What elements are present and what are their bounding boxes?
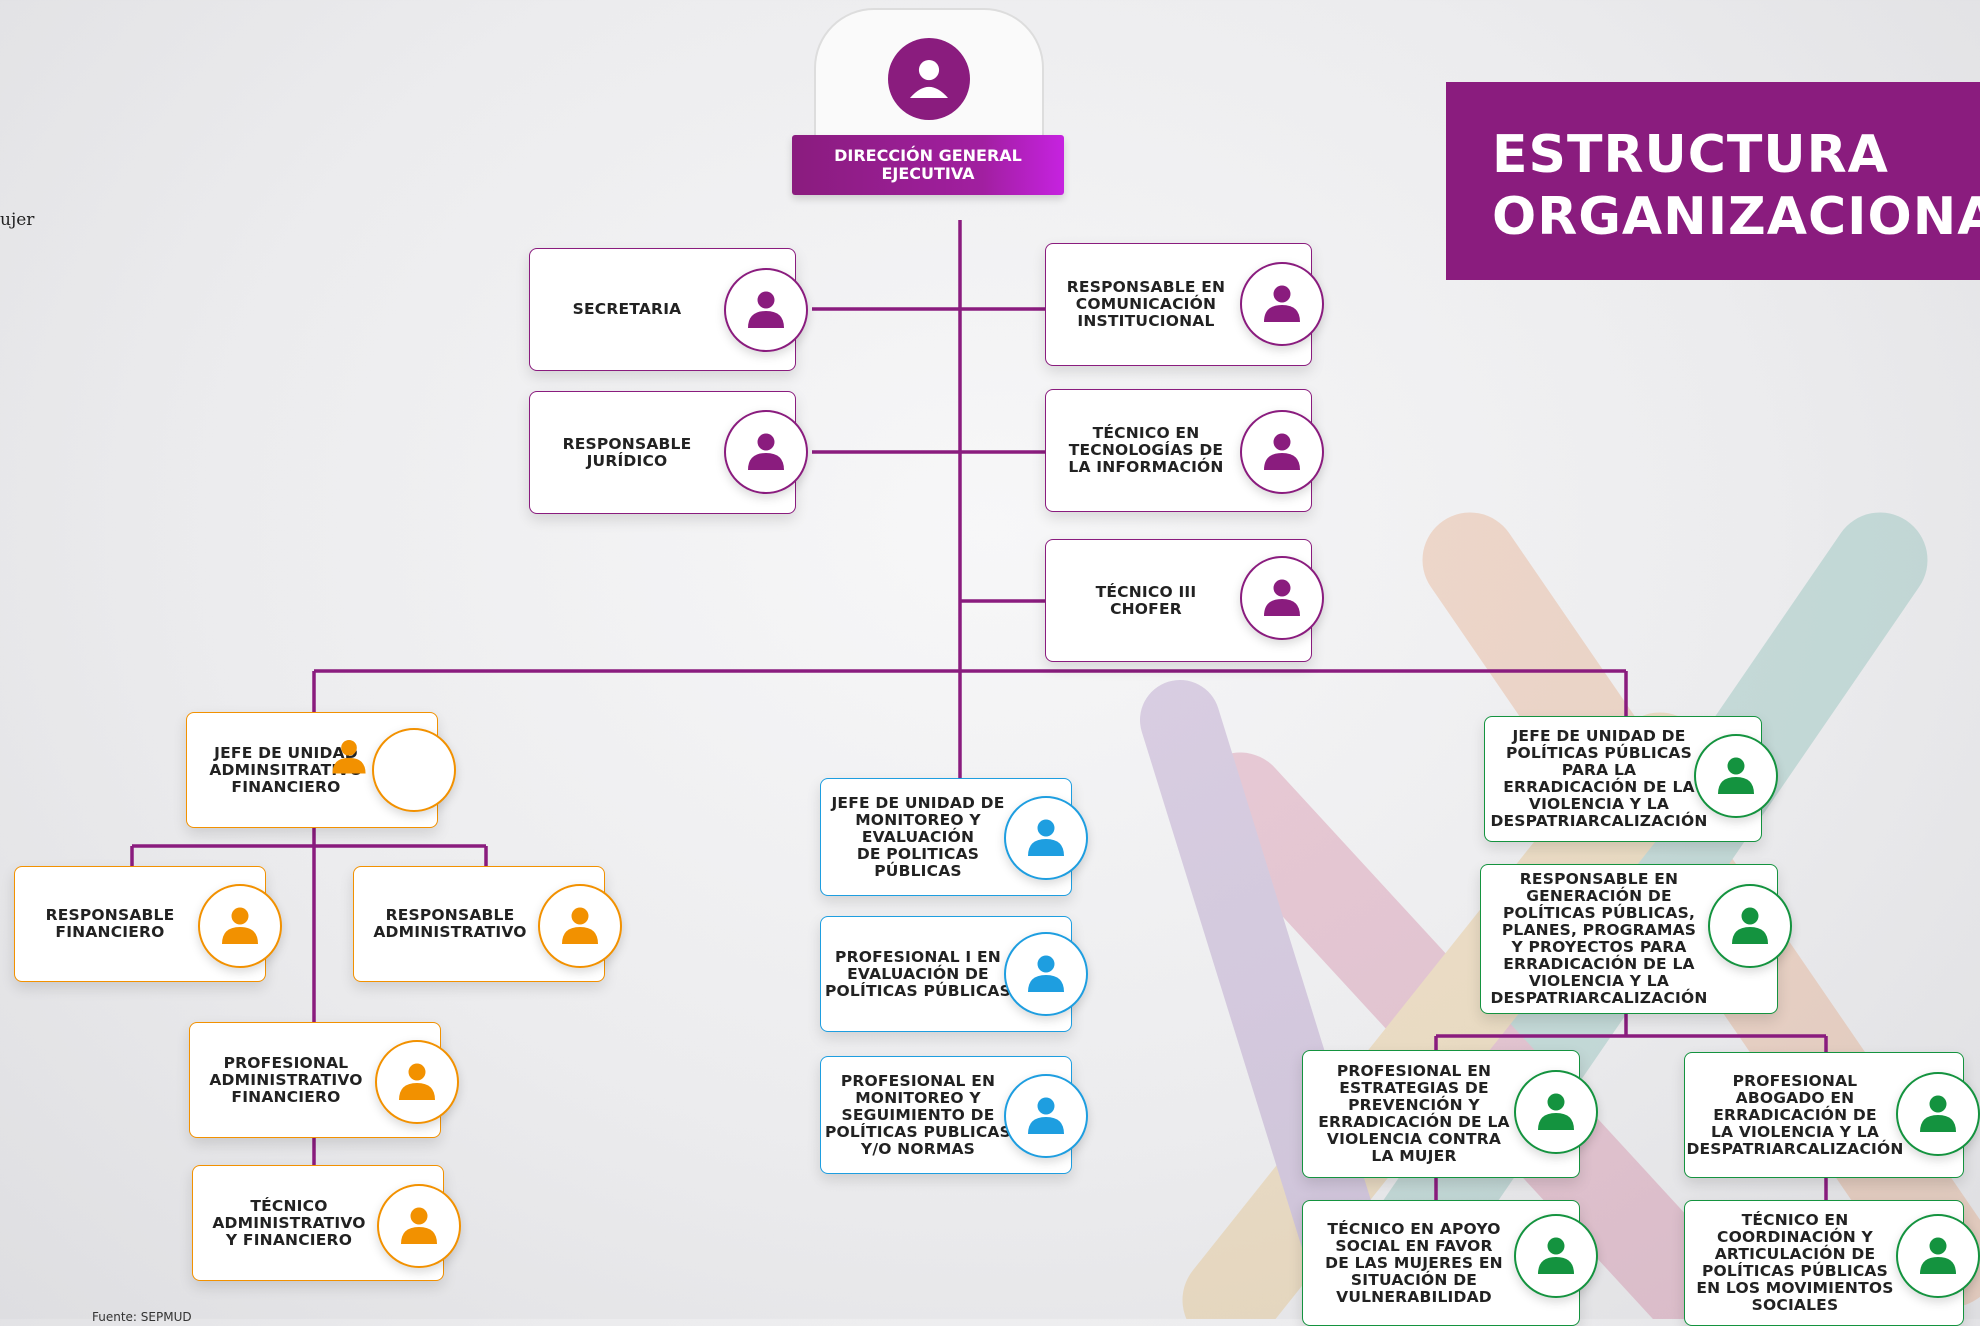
person-icon (1028, 955, 1064, 992)
org-node-label: JEFE DE UNIDAD ADMINSITRATIVO FINANCIERO (209, 743, 363, 796)
person-icon (222, 907, 258, 944)
person-avatar (1240, 556, 1324, 640)
person-avatar (538, 884, 622, 968)
org-node-label: PROFESIONAL EN MONITOREO Y SEGUIMIENTO D… (825, 1071, 1011, 1158)
person-icon (1028, 1097, 1064, 1134)
person-avatar (1004, 932, 1088, 1016)
person-avatar (1514, 1070, 1598, 1154)
org-node-label: TÉCNICO EN APOYO SOCIAL EN FAVOR DE LAS … (1325, 1219, 1503, 1306)
org-node-label: JEFE DE UNIDAD DE POLÍTICAS PÚBLICAS PAR… (1490, 727, 1708, 830)
person-avatar (375, 1040, 459, 1124)
person-icon (1538, 1237, 1574, 1274)
person-avatar (1004, 1074, 1088, 1158)
person-icon (1264, 285, 1300, 322)
person-icon (909, 59, 949, 99)
org-node-label: PROFESIONAL ADMINISTRATIVO FINANCIERO (209, 1053, 363, 1106)
person-avatar (1004, 796, 1088, 880)
person-icon (1920, 1237, 1956, 1274)
person-icon (1538, 1093, 1574, 1130)
org-node-label: TÉCNICO EN COORDINACIÓN Y ARTICULACIÓN D… (1696, 1211, 1894, 1314)
person-avatar (198, 884, 282, 968)
org-node-label: JEFE DE UNIDAD DE MONITOREO Y EVALUACIÓN… (831, 793, 1005, 880)
person-avatar (372, 728, 456, 812)
top-node-avatar (888, 38, 970, 120)
person-avatar (1708, 884, 1792, 968)
org-node-label: RESPONSABLE ADMINISTRATIVO (373, 906, 527, 941)
person-avatar (724, 268, 808, 352)
person-avatar (1240, 262, 1324, 346)
org-node-label: PROFESIONAL ABOGADO EN ERRADICACIÓN DE L… (1686, 1071, 1904, 1158)
person-icon (1732, 907, 1768, 944)
org-node-label: TÉCNICO EN TECNOLOGÍAS DE LA INFORMACIÓN (1068, 424, 1224, 476)
person-avatar (1896, 1072, 1980, 1156)
org-node-label: TÉCNICO ADMINISTRATIVO Y FINANCIERO (212, 1196, 366, 1249)
person-avatar (377, 1184, 461, 1268)
person-avatar (1694, 734, 1778, 818)
person-icon (332, 739, 366, 774)
page-title: ESTRUCTURA ORGANIZACIONAL (1492, 125, 1980, 247)
person-avatar (1240, 410, 1324, 494)
person-icon (562, 907, 598, 944)
org-node-label: PROFESIONAL I EN EVALUACIÓN DE POLÍTICAS… (825, 947, 1011, 1000)
org-node-label: RESPONSABLE EN COMUNICACIÓN INSTITUCIONA… (1066, 278, 1226, 330)
person-avatar (1896, 1214, 1980, 1298)
org-node-label: PROFESIONAL EN ESTRATEGIAS DE PREVENCIÓN… (1318, 1062, 1510, 1165)
title-banner: ESTRUCTURA ORGANIZACIONAL (1446, 82, 1980, 280)
org-node-label: RESPONSABLE JURÍDICO (562, 434, 692, 470)
person-avatar (1514, 1214, 1598, 1298)
person-icon (748, 433, 784, 470)
person-icon (1264, 579, 1300, 616)
person-icon (748, 291, 784, 328)
org-node-label: SECRETARIA (572, 300, 682, 318)
org-node-label: RESPONSABLE EN GENERACIÓN DE POLÍTICAS P… (1490, 870, 1708, 1007)
org-node-resp-generacion: RESPONSABLE EN GENERACIÓN DE POLÍTICAS P… (1480, 864, 1778, 1014)
org-node-label: TÉCNICO III CHOFER (1095, 582, 1197, 618)
person-icon (1028, 819, 1064, 856)
person-icon (1718, 757, 1754, 794)
person-icon (1264, 433, 1300, 470)
source-text: Fuente: SEPMUD (92, 1310, 192, 1324)
side-text: ujer (0, 210, 35, 230)
org-node-label: RESPONSABLE FINANCIERO (45, 906, 175, 941)
person-icon (399, 1063, 435, 1100)
person-icon (1920, 1095, 1956, 1132)
person-icon (401, 1207, 437, 1244)
direccion-general-label: DIRECCIÓN GENERAL EJECUTIVA (792, 135, 1064, 195)
person-avatar (724, 410, 808, 494)
